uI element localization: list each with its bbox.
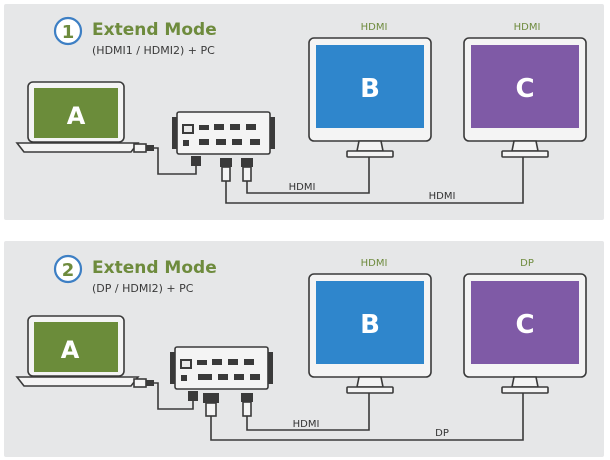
cable-c-label: DP xyxy=(435,428,449,439)
laptop-a-label: A xyxy=(67,102,86,130)
panel-1-diagram: 1 Extend Mode (HDMI1 / HDMI2) + PC A B H… xyxy=(15,16,587,204)
hdmi-cable-b xyxy=(246,393,370,431)
mode-number-badge xyxy=(53,254,83,284)
monitor-b: B HDMI xyxy=(308,258,432,394)
monitor-b-screen xyxy=(316,281,424,364)
laptop-a-screen xyxy=(34,88,118,138)
docking-station xyxy=(170,346,273,390)
monitor-c-label: C xyxy=(515,310,534,340)
monitor-b-label: B xyxy=(360,310,380,340)
monitor-b: B HDMI xyxy=(308,22,432,158)
monitor-b-screen xyxy=(316,45,424,128)
mode-number: 1 xyxy=(62,22,75,43)
laptop-a-screen xyxy=(34,322,118,372)
usb-cable xyxy=(152,147,197,175)
monitor-c: C DP xyxy=(463,258,587,394)
monitor-c-port-label: DP xyxy=(520,258,534,269)
monitor-c-port-label: HDMI xyxy=(514,22,541,33)
cable-c-label: HDMI xyxy=(429,191,456,202)
cable-b-label: HDMI xyxy=(293,419,320,430)
mode-subtitle: (DP / HDMI2) + PC xyxy=(92,282,194,295)
usb-cable xyxy=(152,382,194,410)
mode-subtitle: (HDMI1 / HDMI2) + PC xyxy=(92,44,215,57)
dp-cable-c xyxy=(210,393,524,441)
laptop-a: A xyxy=(15,81,140,153)
mode-title: Extend Mode xyxy=(92,258,217,278)
monitor-c-screen xyxy=(471,45,579,128)
cables: HDMI HDMI xyxy=(133,143,524,204)
monitor-b-port-label: HDMI xyxy=(361,22,388,33)
monitor-b-port-label: HDMI xyxy=(361,258,388,269)
cables: HDMI DP xyxy=(133,378,524,441)
panel-2-diagram: 2 Extend Mode (DP / HDMI2) + PC A B HDMI… xyxy=(15,254,587,441)
laptop-a-label: A xyxy=(61,336,80,364)
laptop-a: A xyxy=(15,315,140,387)
cable-b-label: HDMI xyxy=(289,182,316,193)
hdmi-cable-c xyxy=(225,157,524,204)
monitor-c-label: C xyxy=(515,74,534,104)
mode-number-badge xyxy=(53,16,83,46)
monitor-c: C HDMI xyxy=(463,22,587,158)
monitor-b-label: B xyxy=(360,74,380,104)
hdmi-cable-b xyxy=(246,157,370,194)
monitor-c-screen xyxy=(471,281,579,364)
mode-title: Extend Mode xyxy=(92,20,217,40)
docking-station xyxy=(172,111,275,155)
mode-number: 2 xyxy=(62,260,75,281)
